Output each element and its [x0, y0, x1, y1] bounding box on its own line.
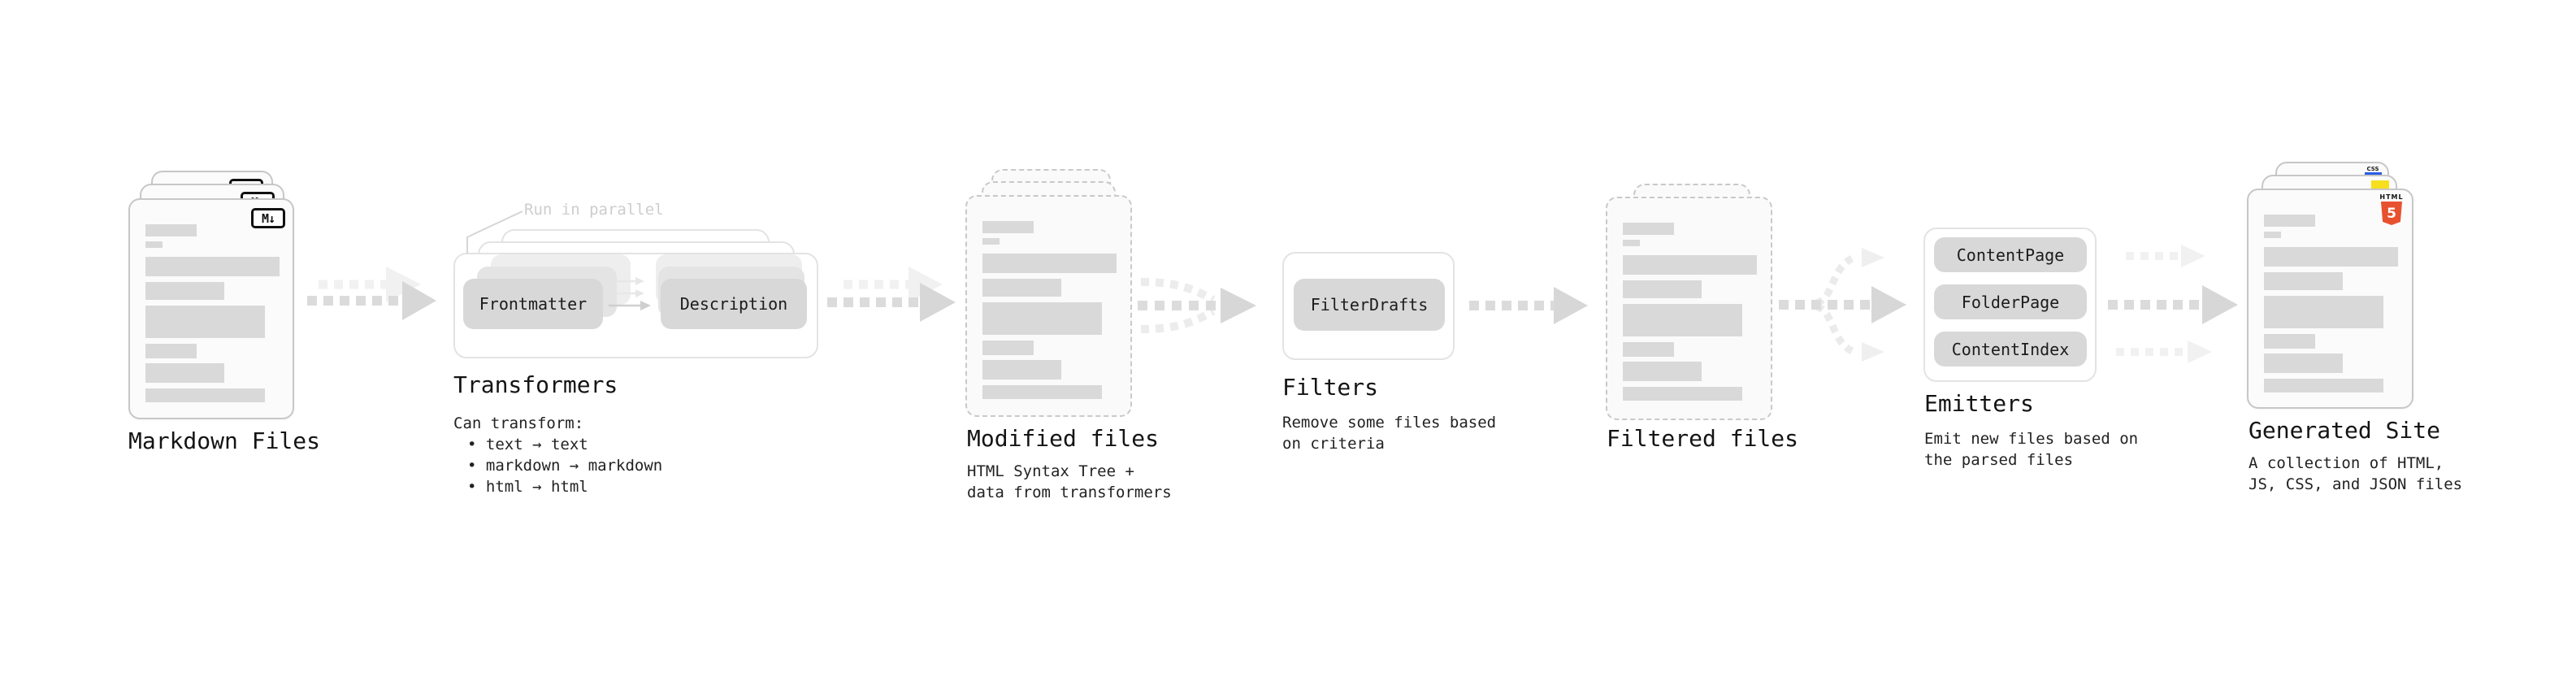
filterdrafts-chip-label: FilterDrafts	[1310, 295, 1429, 314]
text-line-bar	[982, 279, 1061, 297]
doc-content-lines	[145, 224, 280, 402]
contentindex-chip-label: ContentIndex	[1951, 339, 2070, 359]
generated-site-description: A collection of HTML, JS, CSS, and JSON …	[2249, 453, 2462, 495]
emitters-desc-line: Emit new files based on	[1924, 430, 2139, 448]
transformers-bullet: • markdown → markdown	[467, 457, 663, 475]
filterdrafts-chip: FilterDrafts	[1294, 279, 1445, 331]
stage-title-modified-files: Modified files	[967, 425, 1160, 452]
text-line-bar	[145, 282, 224, 300]
text-line-bar	[2264, 354, 2343, 373]
css-icon-label: CSS	[2366, 166, 2379, 172]
text-line-bar	[2264, 272, 2343, 290]
site-doc-html: HTML 5	[2247, 189, 2413, 409]
description-chip: Description	[661, 279, 807, 329]
text-line-bar	[145, 224, 197, 236]
folderpage-chip: FolderPage	[1934, 284, 2087, 319]
css-icon: CSS	[2364, 166, 2382, 175]
generated-site-desc-line: A collection of HTML,	[2249, 454, 2444, 472]
css-icon-underline	[2364, 172, 2382, 175]
html5-icon-label: HTML	[2379, 193, 2404, 201]
stage-title-filtered-files: Filtered files	[1607, 425, 1799, 452]
stage-title-markdown-files: Markdown Files	[128, 427, 321, 454]
html5-icon-shield: 5	[2381, 202, 2402, 225]
text-line-bar	[1623, 304, 1742, 336]
transformers-desc-heading: Can transform:	[453, 414, 584, 432]
generated-site-desc-line: JS, CSS, and JSON files	[2249, 475, 2463, 493]
contentpage-chip: ContentPage	[1934, 237, 2087, 272]
text-line-bar	[982, 340, 1034, 355]
text-line-bar	[145, 388, 265, 402]
stage-title-emitters: Emitters	[1924, 390, 2034, 417]
modified-files-desc-line: HTML Syntax Tree +	[967, 462, 1134, 480]
text-line-bar	[145, 363, 224, 383]
text-line-bar	[982, 385, 1102, 399]
frontmatter-chip-label: Frontmatter	[479, 294, 588, 314]
text-line-bar	[145, 344, 197, 358]
text-line-bar	[1623, 223, 1674, 235]
text-line-bar	[2264, 232, 2281, 238]
javascript-icon	[2371, 180, 2389, 189]
stage-title-generated-site: Generated Site	[2249, 417, 2441, 444]
text-line-bar	[2264, 215, 2315, 227]
folderpage-chip-label: FolderPage	[1961, 292, 2060, 312]
transformers-bullet: • html → html	[467, 478, 588, 496]
emitters-desc-line: the parsed files	[1924, 451, 2074, 469]
text-line-bar	[1623, 342, 1674, 357]
transformers-bullet: • text → text	[467, 436, 588, 453]
doc-content-lines	[2264, 215, 2398, 393]
modified-files-desc-line: data from transformers	[967, 484, 1172, 501]
contentindex-chip: ContentIndex	[1934, 332, 2087, 367]
text-line-bar	[982, 302, 1102, 335]
text-line-bar	[982, 238, 1000, 245]
modified-doc-front	[965, 195, 1132, 417]
arrow-emitters-to-site	[2108, 245, 2238, 363]
modified-files-description: HTML Syntax Tree + data from transformer…	[967, 461, 1172, 503]
doc-content-lines	[1623, 223, 1757, 401]
text-line-bar	[1623, 240, 1640, 246]
text-line-bar	[2264, 334, 2315, 349]
arrow-modified-to-filters	[1138, 278, 1256, 333]
text-line-bar	[1623, 280, 1702, 298]
text-line-bar	[2264, 247, 2398, 267]
markdown-icon-label: M↓	[261, 210, 275, 226]
arrow-filtered-to-emitters	[1779, 248, 1906, 362]
text-line-bar	[2264, 296, 2383, 328]
text-line-bar	[2264, 379, 2383, 393]
text-line-bar	[1623, 362, 1702, 381]
markdown-doc-front: M↓	[128, 198, 294, 419]
text-line-bar	[1623, 387, 1742, 401]
text-line-bar	[145, 257, 280, 276]
doc-content-lines	[982, 221, 1117, 399]
text-line-bar	[982, 360, 1061, 380]
frontmatter-chip: Frontmatter	[463, 279, 603, 329]
stage-title-transformers: Transformers	[453, 371, 618, 398]
text-line-bar	[982, 221, 1034, 233]
emitters-description: Emit new files based on the parsed files	[1924, 428, 2138, 471]
contentpage-chip-label: ContentPage	[1956, 245, 2065, 265]
text-line-bar	[145, 306, 265, 338]
markdown-icon: M↓	[251, 208, 285, 228]
arrow-markdown-to-transformers	[307, 267, 436, 320]
text-line-bar	[145, 241, 163, 248]
run-in-parallel-note: Run in parallel	[524, 201, 664, 219]
stage-title-filters: Filters	[1282, 374, 1379, 401]
filters-desc-line: on criteria	[1282, 435, 1385, 453]
html5-icon: HTML 5	[2379, 193, 2404, 225]
run-in-parallel-callout-line	[466, 210, 523, 254]
arrow-transformers-to-modified	[827, 267, 956, 322]
filters-desc-line: Remove some files based	[1282, 414, 1497, 432]
arrow-filters-to-filtered	[1469, 287, 1588, 324]
text-line-bar	[1623, 255, 1757, 275]
chip-to-chip-arrows	[609, 277, 651, 310]
filtered-doc-front	[1606, 197, 1772, 420]
description-chip-label: Description	[679, 294, 788, 314]
text-line-bar	[982, 254, 1117, 273]
filters-description: Remove some files based on criteria	[1282, 412, 1496, 454]
transformers-description: Can transform: • text → text • markdown …	[453, 413, 662, 497]
html5-icon-numeral: 5	[2387, 205, 2396, 222]
